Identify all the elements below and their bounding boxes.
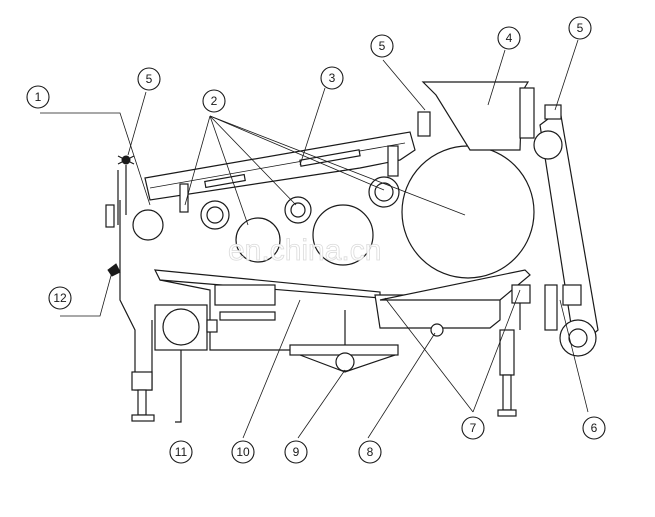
callout-3: 3 [320,66,344,90]
callout-label: 6 [591,421,598,435]
watermark-text: en.china.cn [228,234,381,267]
callout-8: 8 [358,440,382,464]
callout-label: 1 [35,90,42,104]
callout-label: 9 [293,445,300,459]
fastener-icon [107,263,121,277]
callout-9: 9 [284,440,308,464]
callout-label: 12 [53,291,67,305]
callout-6: 6 [582,416,606,440]
callout-2: 2 [202,89,226,113]
callout-4: 4 [497,26,521,50]
callout-label: 8 [367,445,374,459]
callout-12: 12 [48,286,72,310]
callout-5a: 5 [137,67,161,91]
callout-5b: 5 [370,34,394,58]
callout-10: 10 [231,440,255,464]
leader-lines [40,39,589,439]
callout-label: 7 [470,421,477,435]
callout-5c: 5 [568,16,592,40]
machine-frame [105,81,599,423]
sprocket-icon [117,155,135,165]
callout-label: 5 [577,21,584,35]
callout-1: 1 [26,85,50,109]
callout-label: 4 [506,31,513,45]
callout-label: 5 [379,39,386,53]
callout-label: 2 [211,94,218,108]
callout-label: 3 [329,71,336,85]
callout-7: 7 [461,416,485,440]
callout-label: 10 [236,445,250,459]
callout-label: 5 [146,72,153,86]
callout-11: 11 [169,440,193,464]
callout-label: 11 [175,445,188,459]
